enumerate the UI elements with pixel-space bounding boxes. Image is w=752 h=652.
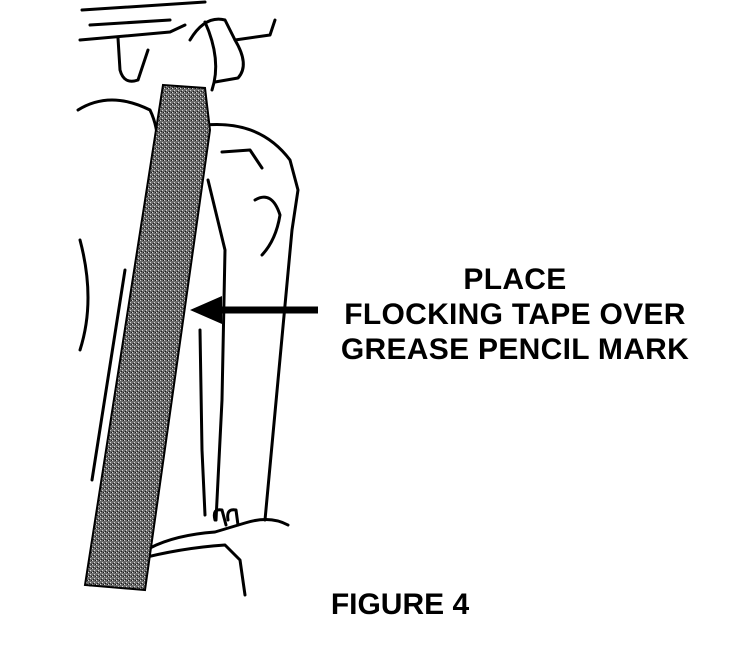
- callout-line-2: FLOCKING TAPE OVER: [344, 298, 686, 331]
- callout-line-3: GREASE PENCIL MARK: [340, 333, 690, 366]
- pillar-outline: [76, 0, 300, 597]
- callout-label: PLACE FLOCKING TAPE OVER GREASE PENCIL M…: [300, 262, 730, 367]
- flocking-tape: [83, 83, 212, 592]
- pointer-arrow: [190, 296, 318, 324]
- figure-caption: FIGURE 4: [330, 588, 470, 621]
- callout-line-1: PLACE: [463, 263, 567, 296]
